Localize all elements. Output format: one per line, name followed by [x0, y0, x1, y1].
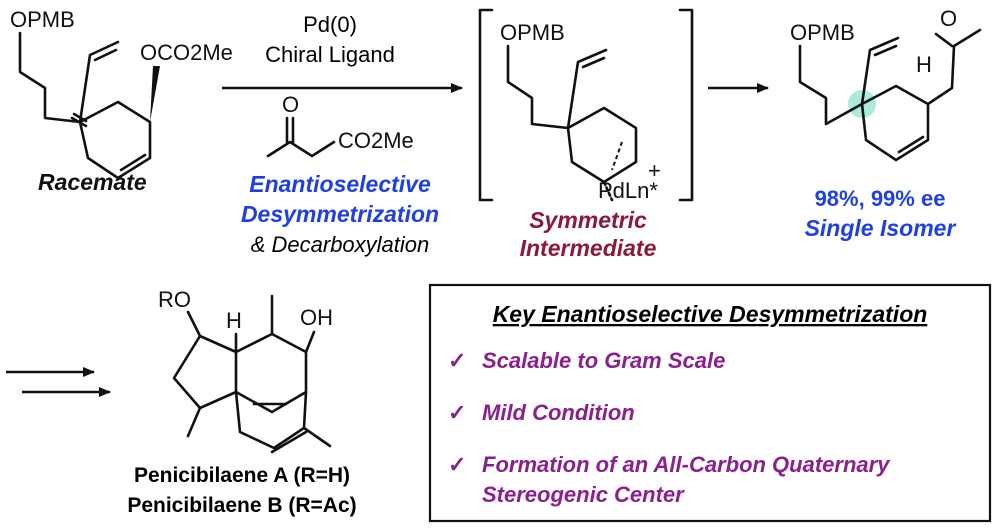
- single-isomer-label: Single Isomer: [805, 215, 957, 241]
- key-features-box: [428, 283, 992, 523]
- yield-ee-label: 98%, 99% ee: [815, 186, 946, 211]
- pi-allyl-intermediate-structure: OPMB + PdLn*: [500, 20, 661, 203]
- feature-item-quaternary-line1: Formation of an All-Carbon Quaternary: [482, 452, 891, 477]
- feature-item-mild: Mild Condition: [482, 400, 635, 425]
- plus-charge: +: [648, 158, 661, 183]
- symmetric-label: Symmetric: [529, 207, 647, 233]
- opmb-group-product: OPMB: [790, 20, 855, 45]
- desymmetrized-product-structure: OPMB H O: [790, 6, 982, 162]
- opmb-group-start: OPMB: [10, 7, 75, 32]
- intermediate-label: Intermediate: [520, 235, 657, 261]
- pdln-group: PdLn*: [598, 178, 658, 203]
- feature-item-quaternary-line2: Stereogenic Center: [482, 482, 685, 507]
- hydroxyl-group: OH: [300, 305, 333, 330]
- ketone-oxygen-product: O: [940, 6, 957, 31]
- desymmetrization-label: Desymmetrization: [241, 201, 439, 227]
- reagent-ligand: Chiral Ligand: [265, 42, 395, 67]
- key-box-title: Key Enantioselective Desymmetrization: [493, 301, 928, 327]
- stereo-hydrogen: H: [916, 52, 932, 77]
- penicibilaene-a-label: Penicibilaene A (R=H): [134, 464, 350, 487]
- penicibilaene-b-label: Penicibilaene B (R=Ac): [127, 494, 356, 517]
- right-bracket: [678, 8, 694, 202]
- methyl-acetoacetate-structure: O CO2Me: [266, 92, 414, 158]
- ester-group: CO2Me: [338, 128, 414, 153]
- check-icon: ✓: [448, 400, 466, 425]
- racemate-label: Racemate: [38, 169, 147, 195]
- ro-group: RO: [158, 287, 191, 312]
- feature-item-scalable: Scalable to Gram Scale: [482, 348, 725, 373]
- check-icon: ✓: [448, 452, 466, 477]
- oco2me-group: OCO2Me: [140, 40, 233, 65]
- starting-material-structure: OPMB OCO2Me: [10, 7, 233, 180]
- ketone-oxygen-1: O: [282, 92, 299, 117]
- left-bracket: [478, 8, 494, 202]
- penicibilaene-structure: RO H OH: [158, 287, 333, 454]
- ring-fusion-hydrogen: H: [226, 308, 242, 333]
- reagent-pd0: Pd(0): [303, 12, 357, 37]
- check-icon: ✓: [448, 348, 466, 373]
- enantioselective-label: Enantioselective: [249, 171, 431, 197]
- decarboxylation-label: & Decarboxylation: [251, 232, 430, 257]
- opmb-group-intermediate: OPMB: [500, 20, 565, 45]
